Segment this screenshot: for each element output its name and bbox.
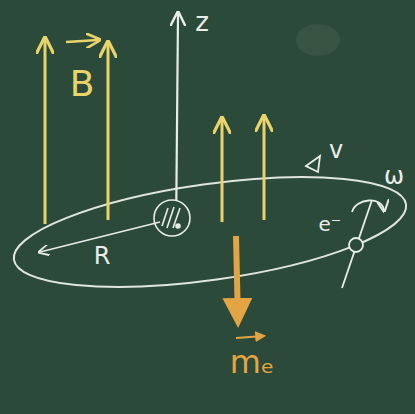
vector-arrow [236, 336, 264, 338]
velocity-arrowhead [306, 156, 320, 172]
electron-label: e⁻ [319, 214, 342, 234]
nucleus [154, 200, 190, 236]
moment-label: mₑ [230, 346, 275, 378]
field-arrows [45, 40, 264, 224]
field-label: B [70, 66, 95, 102]
rotation-arrow [352, 200, 384, 212]
orbit-ellipse [7, 157, 413, 307]
axis-label: z [195, 9, 209, 35]
eraser-smudge [296, 24, 340, 56]
radius-label: R [94, 244, 111, 268]
velocity-label: v [329, 138, 343, 162]
spin-axis [342, 200, 372, 288]
moment-arrow [236, 236, 238, 322]
vector-arrow [66, 40, 98, 42]
electron [349, 238, 363, 252]
angular-velocity-label: ω [384, 164, 404, 188]
